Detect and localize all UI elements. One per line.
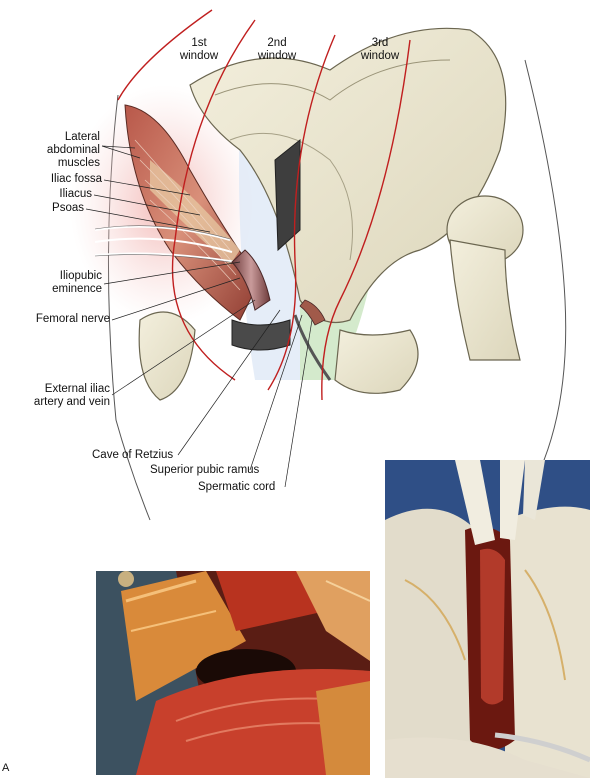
iliac-wing-shadow [229,132,353,261]
body-outline-right [524,59,567,471]
ischium [138,311,196,401]
pubic-bone [334,329,419,394]
figure-letter: A [2,762,10,774]
label-superior-pubic-ramus: Superior pubic ramus [150,464,260,476]
retractor-2 [231,319,291,351]
label-femoral-nerve: Femoral nerve [35,313,110,325]
surgical-photo-2 [385,460,590,778]
surgical-photo-1 [96,571,370,775]
label-iliac-fossa: Iliac fossa [50,173,102,185]
label-spermatic-cord: Spermatic cord [198,481,276,493]
retractor-strands [94,225,237,263]
iliac-wing-ridge [214,59,451,101]
pointer-lines [85,145,313,488]
window-lines [117,9,411,401]
femur-shaft [449,239,521,361]
label-psoas: Psoas [52,202,84,214]
retractor-3 [293,314,332,381]
iliac-wing [189,27,507,324]
label-iliacus: Iliacus [59,188,92,200]
label-cave-of-retzius: Cave of Retzius [92,449,174,461]
iliac-fossa-surface [150,160,240,265]
external-iliac-vessels [231,249,271,311]
spermatic-cord-tissue [299,299,326,326]
retractor-1 [274,138,301,252]
